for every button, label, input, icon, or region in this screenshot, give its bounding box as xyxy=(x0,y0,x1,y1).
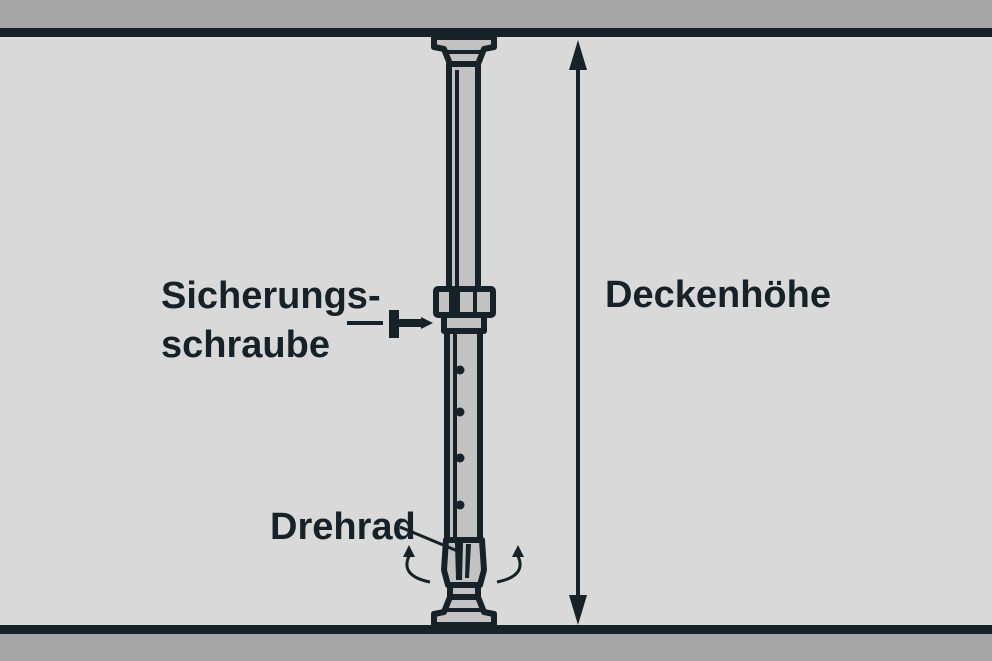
lower-tube xyxy=(444,321,483,547)
safety-screw-pointer xyxy=(347,310,433,338)
ceiling-prop xyxy=(431,34,497,628)
ceiling-height-arrow xyxy=(569,40,587,625)
ceiling-height-arrowhead-top xyxy=(569,40,587,70)
adjustment-holes xyxy=(455,365,465,510)
ceiling-slab xyxy=(0,0,992,37)
turn-wheel-label: Drehrad xyxy=(270,506,416,548)
bottom-base-plate xyxy=(431,582,497,628)
ceiling-height-arrowhead-bottom xyxy=(569,595,587,625)
adjustment-hole xyxy=(455,365,465,375)
safety-screw-label-line2: schraube xyxy=(161,324,330,366)
upper-tube xyxy=(446,61,481,295)
top-head-plate xyxy=(431,34,497,67)
safety-collar xyxy=(433,286,496,334)
adjustment-hole xyxy=(455,453,465,463)
adjustment-hole xyxy=(455,407,465,417)
ceiling-height-label: Deckenhöhe xyxy=(605,274,831,316)
rotation-arrowhead-left xyxy=(403,545,415,557)
turn-wheel-leader-line xyxy=(399,525,461,554)
rotation-arrowhead-right xyxy=(512,545,524,557)
safety-screw-label-line1: Sicherungs- xyxy=(161,275,381,317)
adjustment-hole xyxy=(455,500,465,510)
floor-slab xyxy=(0,625,992,661)
rotation-arrows xyxy=(403,545,524,584)
